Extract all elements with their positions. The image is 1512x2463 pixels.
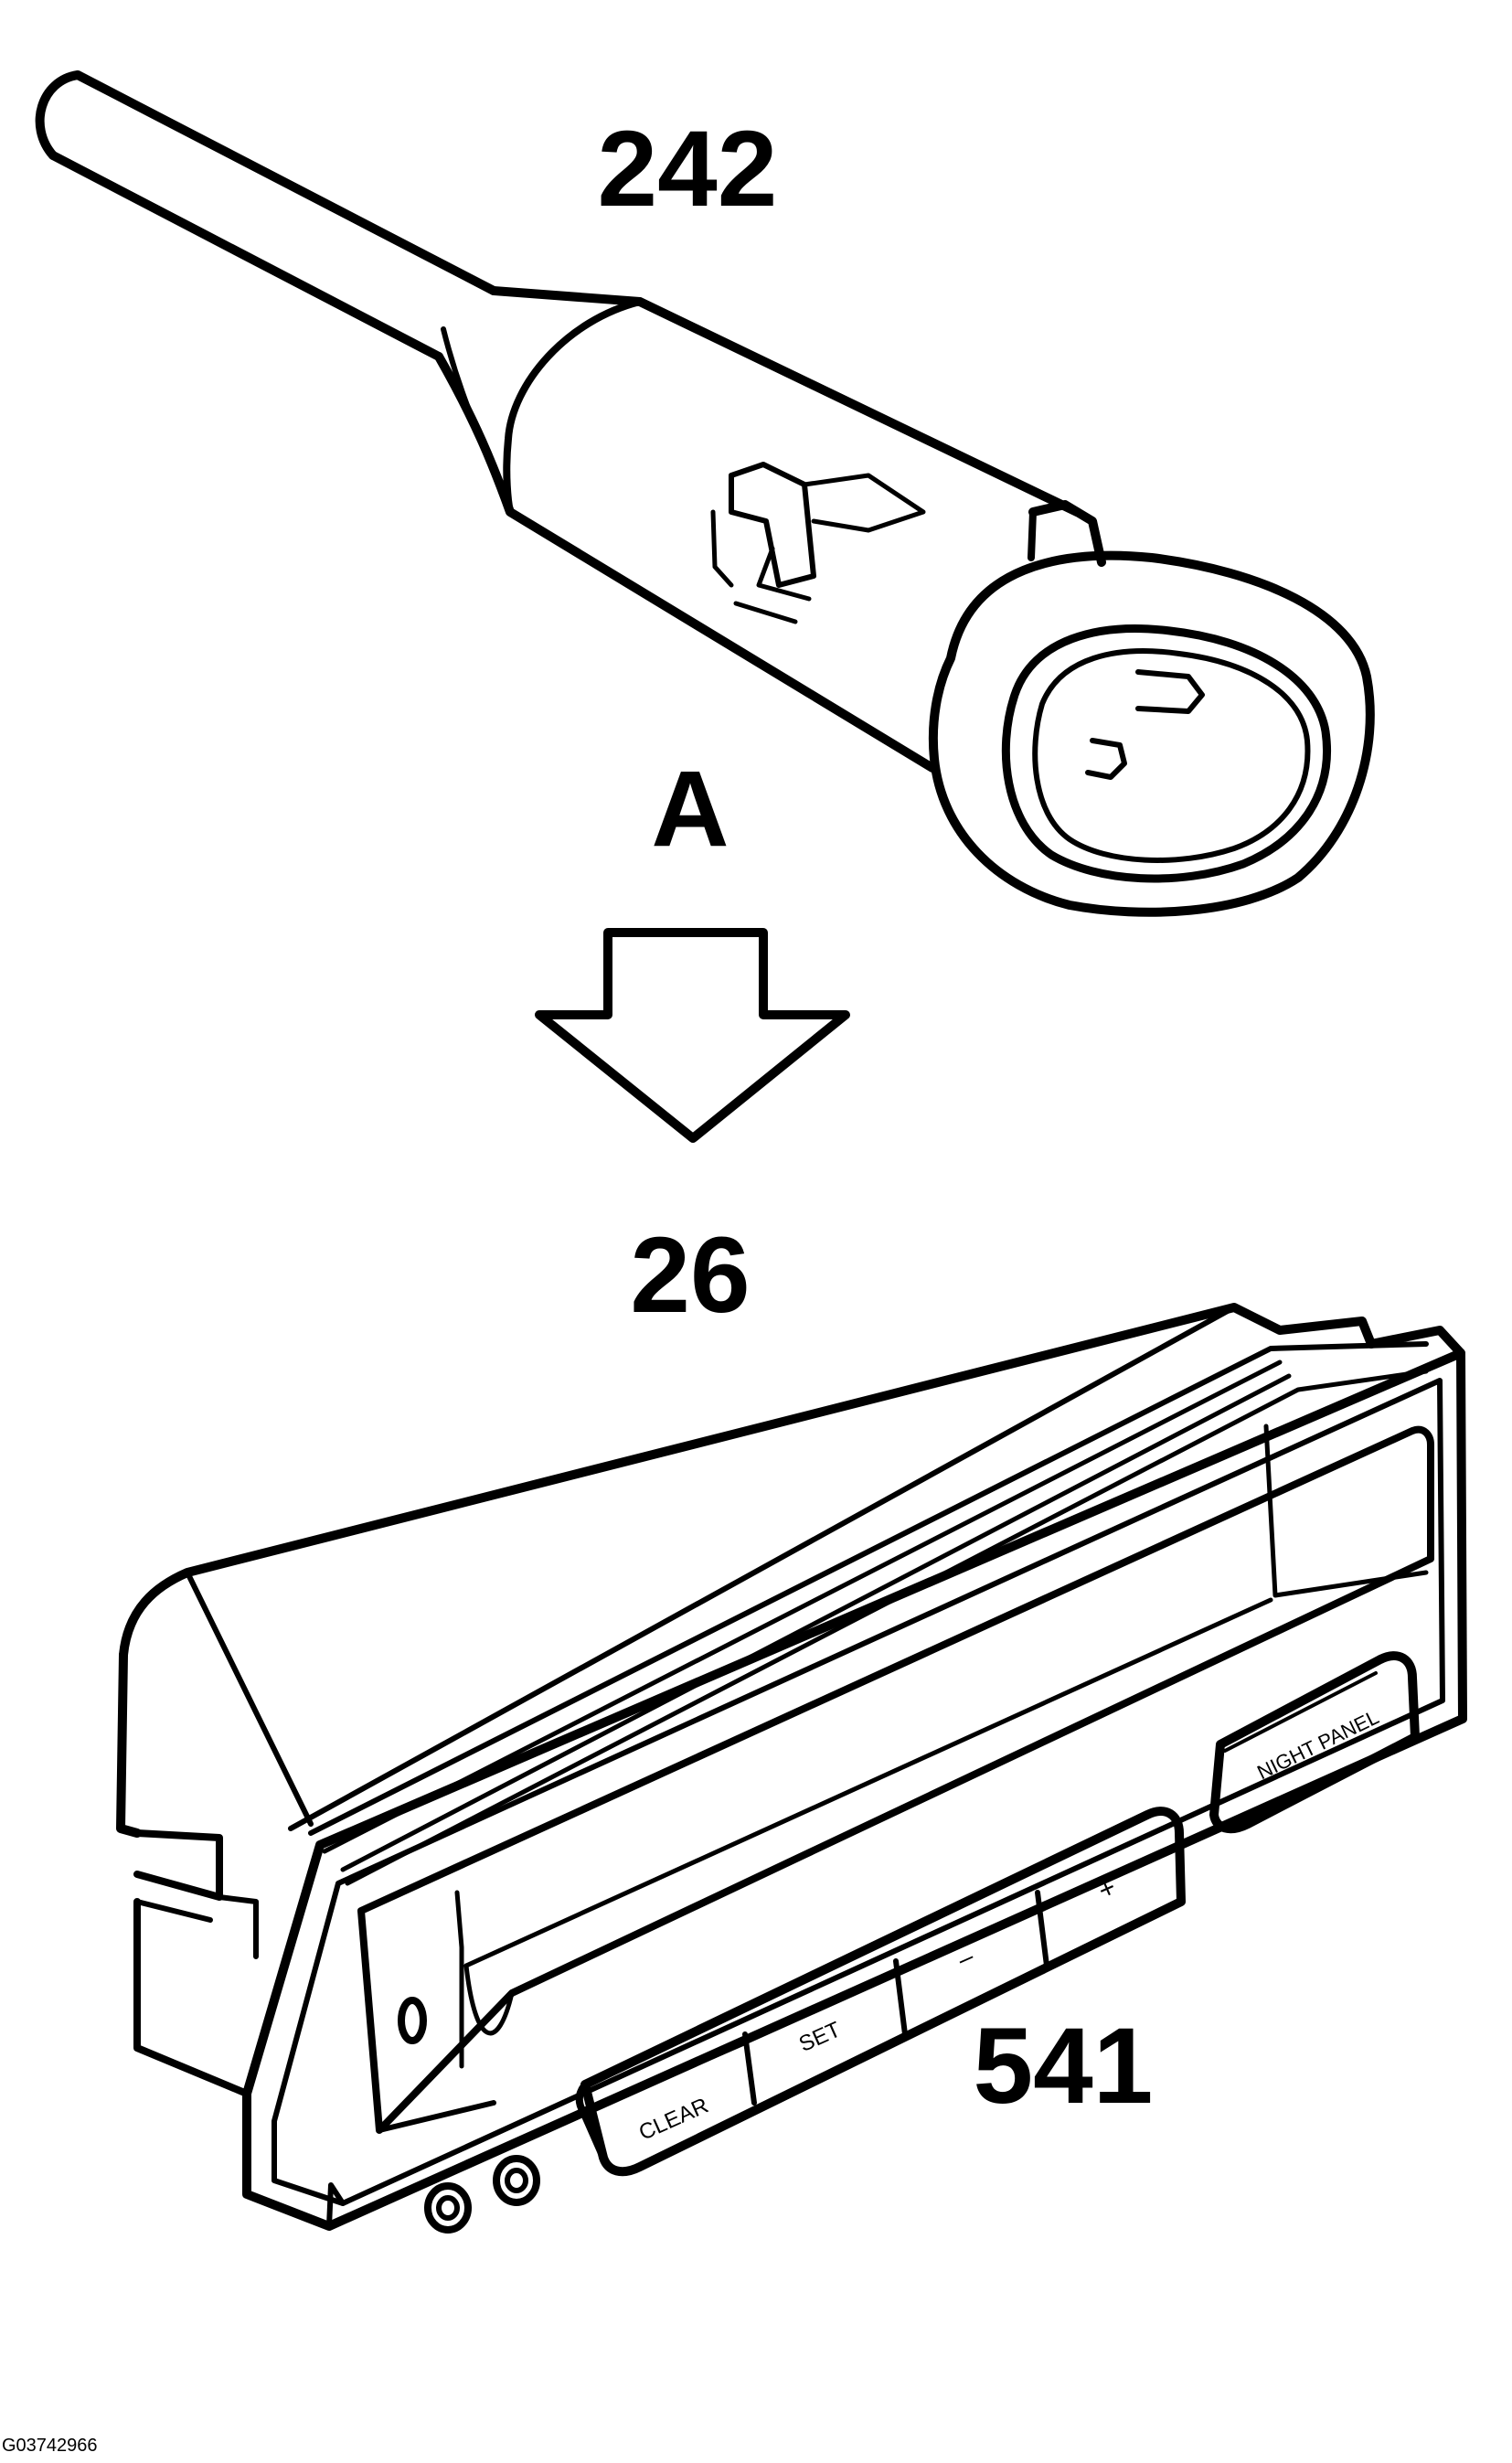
figure-id: G03742966 (2, 2436, 98, 2456)
set-button-label: SET (795, 2017, 845, 2057)
minus-button-label: – (953, 1942, 978, 1974)
view-direction-arrow (535, 928, 850, 1143)
callout-242: 242 (598, 109, 778, 229)
connector-242-drawing (35, 70, 1375, 917)
callout-541: 541 (974, 2006, 1154, 2127)
module-541-drawing (116, 1303, 1467, 2234)
callout-26: 26 (630, 1215, 750, 1336)
callout-a: A (651, 749, 729, 869)
